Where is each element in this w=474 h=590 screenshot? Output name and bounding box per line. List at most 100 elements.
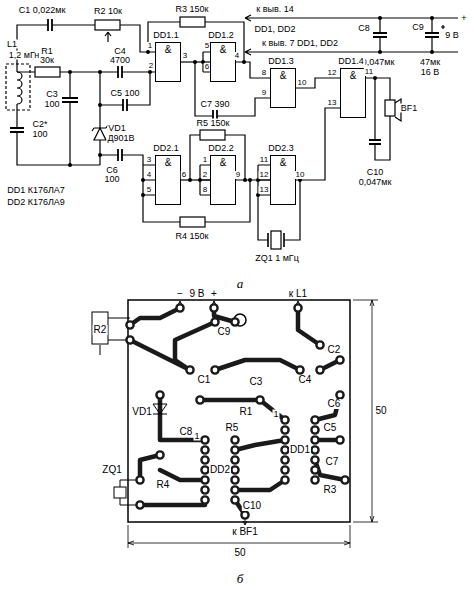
lead-arrow (178, 301, 300, 525)
schematic-label: 8 (202, 186, 208, 194)
schematic-label: 100 (103, 175, 120, 184)
schematic-label: а (236, 277, 245, 290)
schematic-label: 0,047мк (361, 58, 396, 67)
board-label: DD2 (209, 465, 231, 475)
solder-pad (156, 391, 163, 398)
board-label: 9 В (188, 289, 205, 299)
schematic-label: C7 390 (199, 100, 230, 109)
gate-symbol: & (211, 156, 235, 168)
solder-pad (281, 416, 288, 423)
schematic-label: 1 (147, 42, 153, 50)
solder-pad (316, 341, 323, 348)
logic-gate: & (155, 155, 181, 205)
board-label: C9 (217, 327, 232, 337)
solder-pad (201, 436, 208, 443)
solder-pad (311, 446, 318, 453)
schematic-label: C2* (31, 120, 48, 129)
schematic-label: C10 (366, 168, 385, 177)
logic-gate: & (210, 155, 236, 205)
power-rail (245, 15, 458, 55)
solder-pad (281, 446, 288, 453)
schematic-label: R1 (40, 47, 54, 56)
capacitor-symbol (10, 19, 439, 161)
signal-wire (236, 179, 270, 180)
board-label: 1 (272, 410, 279, 419)
board-label: C2 (327, 345, 342, 355)
signal-wire (296, 78, 340, 88)
schematic-label: 12 (259, 171, 270, 179)
schematic-label: 4 (234, 52, 240, 60)
schematic-label: C5 100 (109, 89, 140, 98)
solder-pad (126, 321, 133, 328)
solder-pad (281, 436, 288, 443)
board-label: R5 (225, 423, 240, 433)
solder-pad (241, 511, 248, 518)
schematic-label: 30к (39, 56, 55, 65)
schematic-label: C6 (105, 166, 119, 175)
solder-pad (311, 426, 318, 433)
solder-pad (201, 456, 208, 463)
resistor-symbol (180, 217, 205, 227)
schematic-label: 5 (146, 186, 152, 194)
schematic-label: DD1.1 (152, 31, 180, 40)
board-label: ZQ1 (101, 465, 122, 475)
gate-symbol: & (211, 43, 235, 55)
board-label: − (176, 289, 184, 299)
schematic-label: 5 (204, 42, 210, 50)
solder-pad (311, 416, 318, 423)
schematic-wire (17, 22, 390, 240)
solder-pad (126, 336, 133, 343)
board-label: 1 (193, 432, 200, 441)
crystal-body (114, 487, 126, 498)
schematic-label: к выв. 7 DD1, DD2 (261, 39, 339, 48)
schematic-label: к выв. 14 (255, 5, 294, 14)
solder-pad (231, 496, 238, 503)
logic-gate: & (270, 68, 296, 108)
schematic-label: R5 150к (196, 119, 231, 128)
solder-pad (211, 318, 218, 325)
schematic-label: 13 (259, 186, 270, 194)
board-label: C4 (298, 375, 313, 385)
solder-pad (296, 366, 303, 373)
schematic-label: Д901В (106, 134, 135, 143)
potentiometer-body (92, 312, 108, 344)
board-label: C7 (325, 457, 340, 467)
solder-pad (231, 446, 238, 453)
solder-pad (201, 466, 208, 473)
board-label: R4 (156, 480, 171, 490)
solder-pad (311, 456, 318, 463)
schematic-label: DD2.2 (207, 144, 235, 153)
schematic-label: 3 (182, 52, 188, 60)
schematic-label: C8 (357, 24, 371, 33)
board-label: C3 (249, 377, 264, 387)
solder-pad (311, 436, 318, 443)
schematic-label: VD1 (107, 124, 127, 133)
crystal-symbol (271, 231, 281, 249)
shield-outline (6, 64, 30, 110)
solder-pad (281, 466, 288, 473)
logic-gate: & (270, 155, 296, 205)
solder-pad (231, 486, 238, 493)
schematic-label: 6 (204, 63, 210, 71)
solder-pad (311, 466, 318, 473)
board-label: к L1 (288, 289, 308, 299)
schematic-label: DD1.2 (207, 31, 235, 40)
junction-dots (68, 16, 434, 197)
schematic-label: BF1 (400, 104, 419, 113)
schematic-label: 4 (146, 171, 152, 179)
signal-wire (181, 179, 210, 180)
schematic-label: 1 (202, 156, 208, 164)
electrolytic-plus (441, 25, 445, 29)
schematic-label: R4 150к (175, 232, 210, 241)
schematic-label: DD2.3 (267, 144, 295, 153)
schematic-label: 4700 (109, 56, 131, 65)
logic-gate: & (340, 68, 366, 118)
solder-pad (281, 456, 288, 463)
solder-pad (336, 356, 343, 363)
schematic-label: + (460, 14, 467, 23)
schematic-label: R3 150к (175, 5, 210, 14)
schematic-label: DD1.4 (337, 57, 365, 66)
board-label: к BF1 (231, 527, 259, 537)
board-label: R2 (93, 325, 108, 335)
